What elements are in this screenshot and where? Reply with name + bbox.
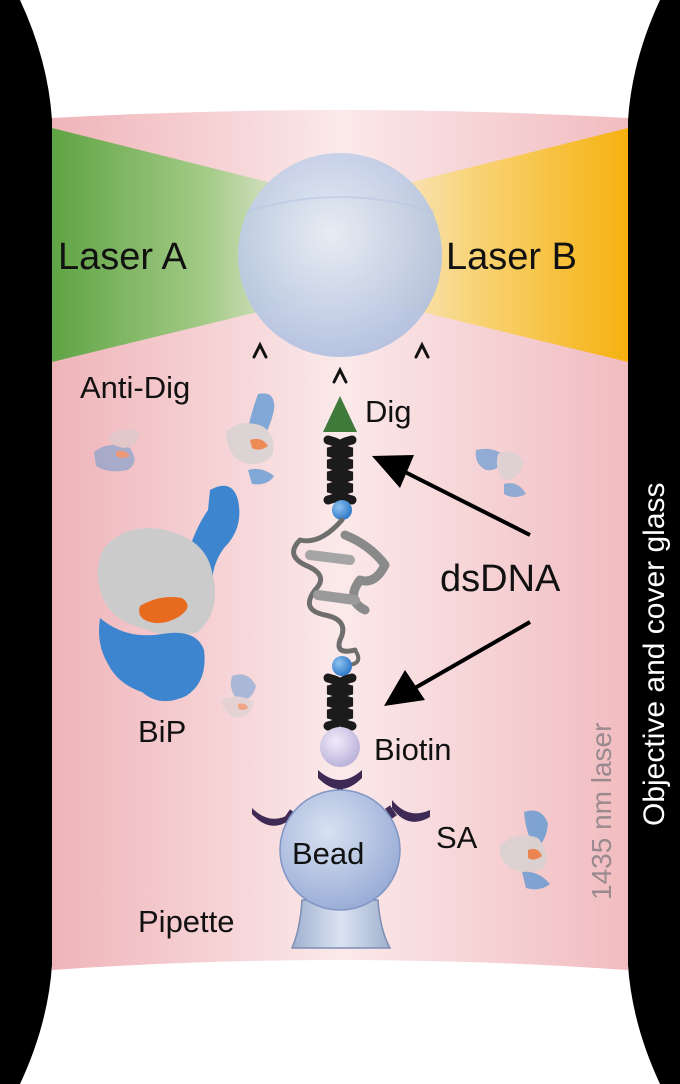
right-wall [628, 0, 680, 1084]
pipette-bead [279, 789, 401, 911]
dsdna-arrows [372, 455, 531, 706]
bip-protein-small [475, 448, 526, 497]
dna-protein-linker [332, 500, 352, 520]
dna-protein-linker [332, 656, 352, 676]
laser-b-label: Laser B [446, 236, 577, 278]
dsdna-label: dsDNA [440, 558, 561, 600]
streptavidin [252, 770, 430, 826]
dsdna-upper [323, 435, 357, 505]
left-wall [0, 0, 52, 1084]
biotin-label: Biotin [374, 732, 452, 767]
objective-label: Objective and cover glass [638, 482, 671, 826]
bead-label: Bead [292, 836, 365, 871]
anti-dig-label: Anti-Dig [80, 370, 191, 405]
dsdna-lower [323, 673, 357, 731]
trapped-bead [238, 153, 442, 357]
sa-label: SA [436, 820, 478, 855]
bip-protein-large [97, 485, 240, 702]
bip-label: BiP [138, 714, 187, 749]
anti-dig-antibodies [252, 341, 430, 384]
laser-a-label: Laser A [58, 236, 187, 278]
bip-protein-small [222, 674, 256, 718]
heating-laser-label: 1435 nm laser [586, 722, 617, 900]
micropipette [290, 899, 392, 949]
biotin-sphere [320, 727, 360, 767]
bip-protein-small [94, 428, 140, 472]
dig-label: Dig [365, 394, 412, 429]
pipette-label: Pipette [138, 904, 235, 939]
bip-protein-small [226, 393, 275, 485]
dig-handle [323, 396, 357, 432]
bip-protein-small [499, 810, 550, 890]
